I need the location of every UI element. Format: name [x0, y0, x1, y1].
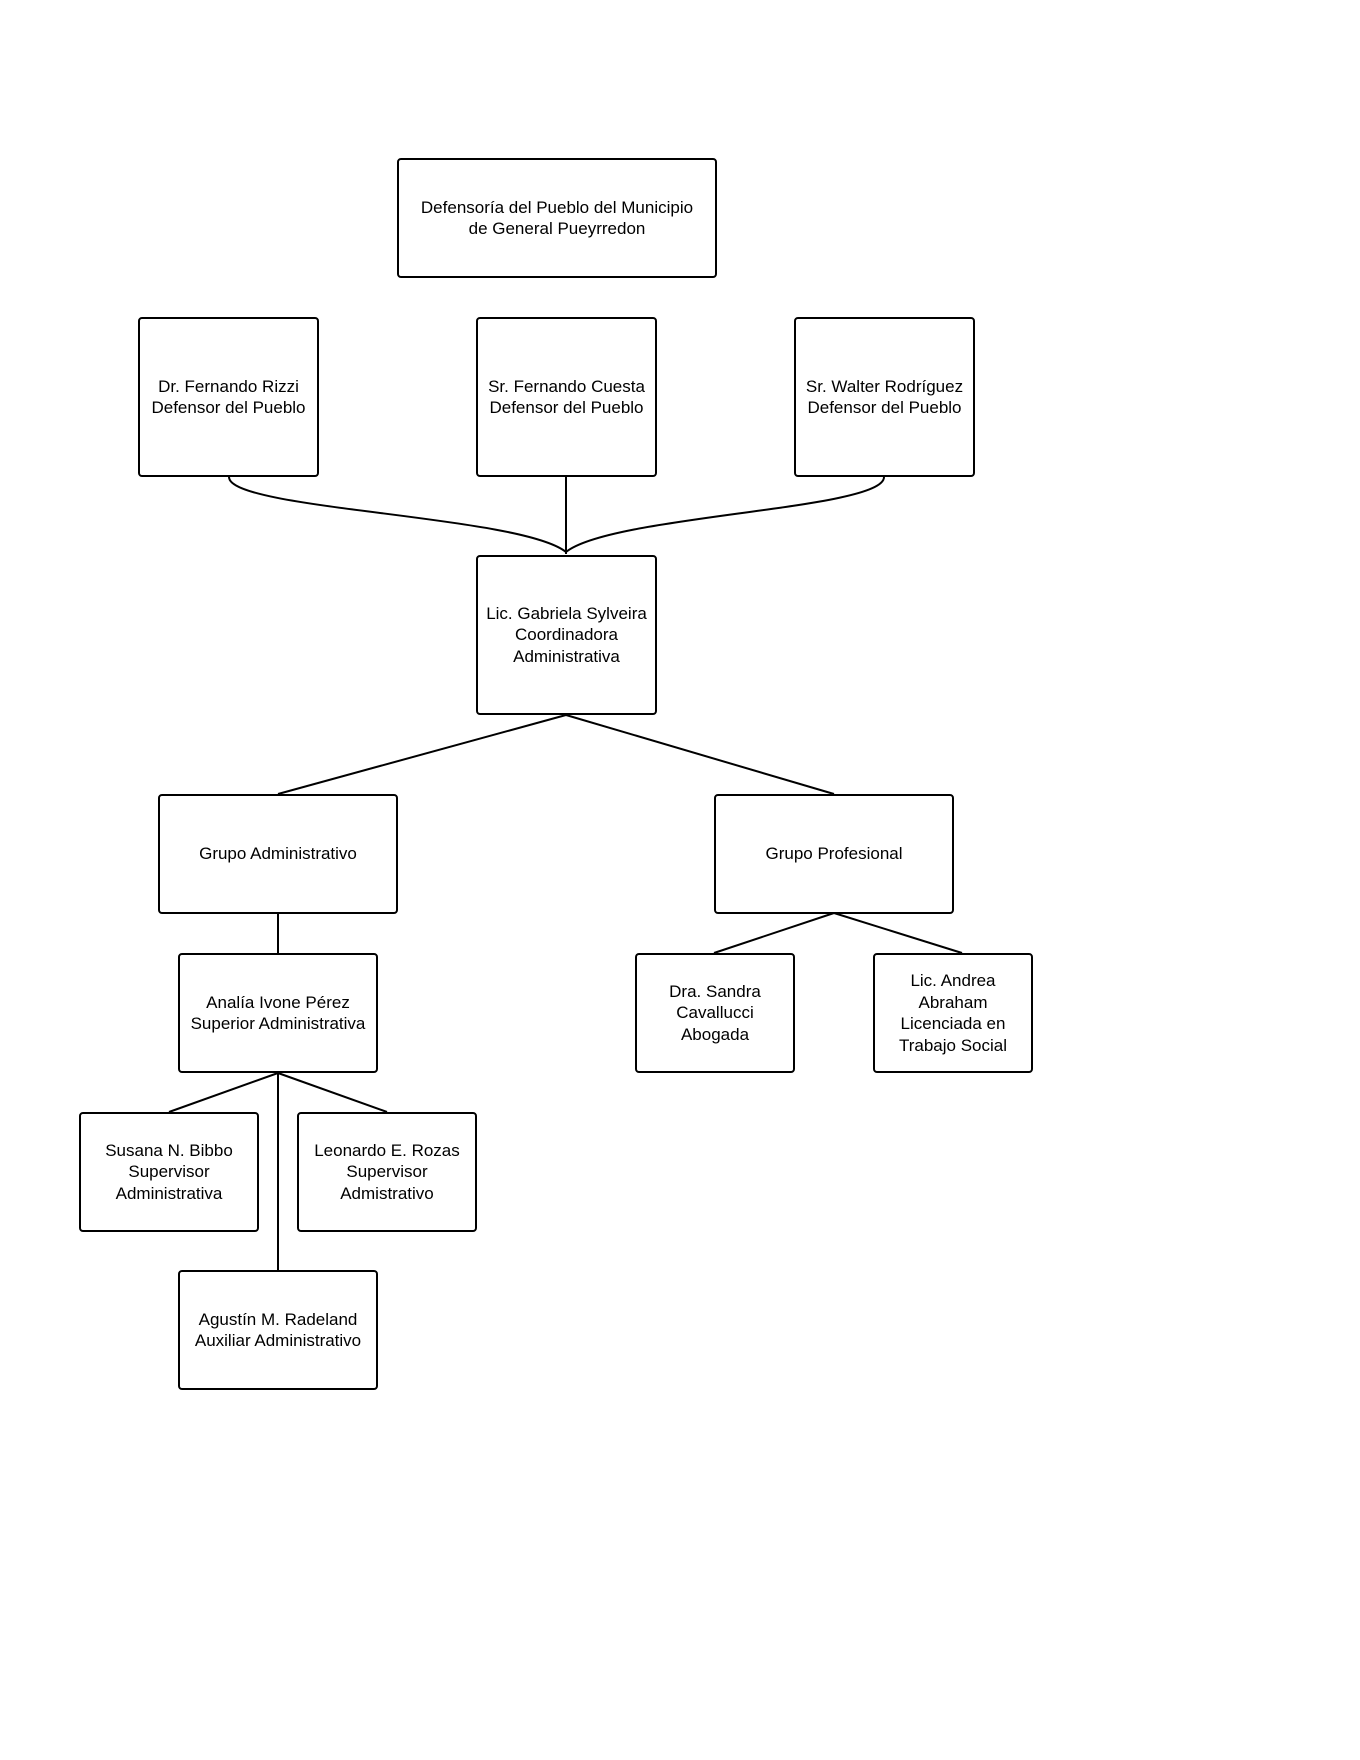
node-analia-perez-label: Analía Ivone Pérez Superior Administrati… [190, 992, 366, 1034]
node-fernando-cuesta: Sr. Fernando Cuesta Defensor del Pueblo [476, 317, 657, 477]
node-gabriela-sylveira: Lic. Gabriela Sylveira Coordinadora Admi… [476, 555, 657, 715]
node-fernando-rizzi: Dr. Fernando Rizzi Defensor del Pueblo [138, 317, 319, 477]
node-fernando-rizzi-label: Dr. Fernando Rizzi Defensor del Pueblo [151, 376, 306, 418]
node-andrea-abraham: Lic. Andrea Abraham Licenciada en Trabaj… [873, 953, 1033, 1073]
node-andrea-abraham-label: Lic. Andrea Abraham Licenciada en Trabaj… [898, 971, 1008, 1055]
connector-grupo-prof-cavallucci [713, 912, 835, 954]
node-susana-bibbo: Susana N. Bibbo Supervisor Administrativ… [79, 1112, 259, 1232]
node-analia-perez: Analía Ivone Pérez Superior Administrati… [178, 953, 378, 1073]
connector-rodriguez-sylveira [565, 476, 885, 553]
connector-perez-bibbo [168, 1072, 279, 1113]
node-walter-rodriguez: Sr. Walter Rodríguez Defensor del Pueblo [794, 317, 975, 477]
connector-rizzi-sylveira [228, 476, 567, 553]
node-fernando-cuesta-label: Sr. Fernando Cuesta Defensor del Pueblo [488, 376, 645, 418]
connector-grupo-prof-abraham [833, 912, 963, 954]
connector-perez-rozas [277, 1072, 388, 1113]
node-defensoria-label: Defensoría del Pueblo del Municipio de G… [420, 197, 694, 239]
node-walter-rodriguez-label: Sr. Walter Rodríguez Defensor del Pueblo [805, 376, 964, 418]
node-grupo-profesional-label: Grupo Profesional [765, 844, 903, 864]
node-agustin-radeland: Agustín M. Radeland Auxiliar Administrat… [178, 1270, 378, 1390]
node-leonardo-rozas: Leonardo E. Rozas Supervisor Admistrativ… [297, 1112, 477, 1232]
node-grupo-profesional: Grupo Profesional [714, 794, 954, 914]
connector-sylveira-grupo-prof [565, 714, 835, 795]
node-agustin-radeland-label: Agustín M. Radeland Auxiliar Administrat… [194, 1309, 362, 1351]
node-grupo-administrativo-label: Grupo Administrativo [199, 844, 357, 864]
node-sandra-cavallucci-label: Dra. Sandra Cavallucci Abogada [669, 981, 761, 1044]
node-sandra-cavallucci: Dra. Sandra Cavallucci Abogada [635, 953, 795, 1073]
connector-sylveira-grupo-admin [277, 714, 567, 795]
node-defensoria: Defensoría del Pueblo del Municipio de G… [397, 158, 717, 278]
node-susana-bibbo-label: Susana N. Bibbo Supervisor Administrativ… [105, 1140, 233, 1203]
node-gabriela-sylveira-label: Lic. Gabriela Sylveira Coordinadora Admi… [486, 603, 647, 666]
node-grupo-administrativo: Grupo Administrativo [158, 794, 398, 914]
node-leonardo-rozas-label: Leonardo E. Rozas Supervisor Admistrativ… [314, 1140, 460, 1203]
